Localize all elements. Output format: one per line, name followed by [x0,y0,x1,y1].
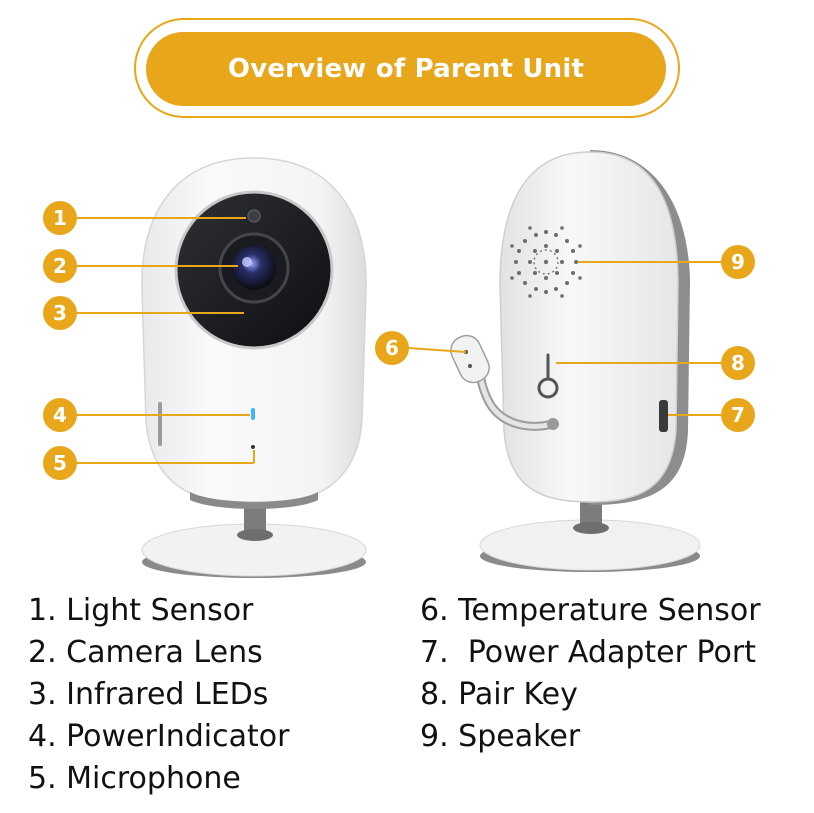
svg-text:7: 7 [731,403,745,427]
svg-text:1: 1 [53,206,67,230]
legend-back: 6. Temperature Sensor 7. Power Adapter P… [420,590,761,758]
svg-text:5: 5 [53,451,67,475]
callout-badge-2: 2 [43,249,77,283]
callout-badge-5: 5 [43,446,77,480]
power-adapter-port [659,400,668,432]
microphone [251,445,255,449]
svg-text:9: 9 [731,250,745,274]
svg-text:4: 4 [53,403,67,427]
legend-item-speaker: 9. Speaker [420,716,761,758]
callout-badge-3: 3 [43,296,77,330]
callout-badge-6: 6 [375,331,409,365]
front-camera [142,158,366,578]
svg-text:2: 2 [53,254,67,278]
legend-item-infrared-leds: 3. Infrared LEDs [28,674,289,716]
svg-text:6: 6 [385,336,399,360]
callout-badge-8: 8 [721,346,755,380]
legend-item-camera-lens: 2. Camera Lens [28,632,289,674]
legend-item-pair-key: 8. Pair Key [420,674,761,716]
svg-text:3: 3 [53,301,67,325]
legend-item-power-indicator: 4. PowerIndicator [28,716,289,758]
back-body [500,152,678,502]
temperature-sensor [446,331,493,387]
legend-item-power-adapter-port: 7. Power Adapter Port [420,632,761,674]
legend-item-temperature-sensor: 6. Temperature Sensor [420,590,761,632]
legend-item-microphone: 5. Microphone [28,758,289,800]
back-camera [446,150,700,572]
callout-badge-7: 7 [721,398,755,432]
legend-item-light-sensor: 1. Light Sensor [28,590,289,632]
legend-front: 1. Light Sensor 2. Camera Lens 3. Infrar… [28,590,289,800]
callout-badge-4: 4 [43,398,77,432]
light-sensor [248,210,260,222]
callout-badge-1: 1 [43,201,77,235]
callout-badge-9: 9 [721,245,755,279]
power-indicator [251,408,255,420]
svg-text:8: 8 [731,351,745,375]
